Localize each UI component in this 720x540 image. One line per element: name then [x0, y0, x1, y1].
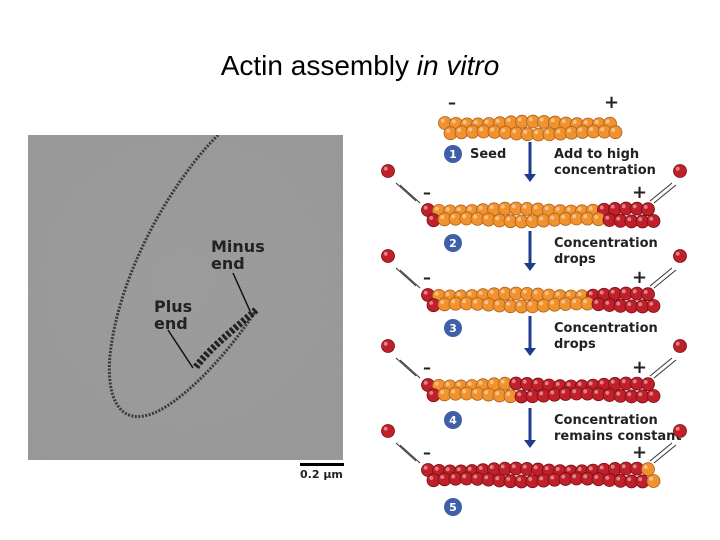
step-badge-5-number: 5: [449, 501, 457, 514]
exchange-arrows-left-4: [395, 357, 417, 377]
exchange-arrows-left-5-return: [399, 444, 421, 464]
plus-sign-4: +: [632, 357, 647, 378]
filament-row-2-subunit: [641, 202, 655, 217]
step-label-right-3-line2: drops: [554, 337, 596, 352]
free-subunit-left-2: [381, 164, 395, 178]
step-badge-4-number: 4: [449, 414, 457, 427]
filament-row-5-subunit: [646, 474, 661, 488]
decorated-filament-segment: [193, 307, 259, 370]
plus-end-pointer: [167, 329, 194, 369]
exchange-arrows-right-3: [649, 267, 673, 287]
exchange-arrows-left-2: [395, 182, 417, 202]
free-subunit-right-2: [673, 164, 687, 178]
electron-micrograph: [28, 135, 343, 460]
minus-sign-4: –: [423, 358, 431, 377]
filament-row-4-subunit: [646, 389, 661, 403]
plus-sign-5: +: [632, 442, 647, 463]
actin-filament-loop: [107, 135, 258, 418]
exchange-arrows-right-2-return: [653, 184, 677, 204]
exchange-arrows-left-2-return: [399, 184, 421, 204]
filament-row-3-subunit: [641, 287, 655, 302]
exchange-arrows-left-3: [395, 267, 417, 287]
step-badge-2-number: 2: [449, 237, 457, 250]
step-label-left-1: Seed: [470, 147, 506, 162]
minus-sign-5: –: [423, 443, 431, 462]
plus-sign-3: +: [632, 267, 647, 288]
step-label-right-4-line1: Concentration: [554, 413, 658, 428]
exchange-arrows-right-2: [649, 182, 673, 202]
plus-sign-2: +: [632, 182, 647, 203]
minus-end-label-line2: end: [211, 254, 245, 273]
step-badge-3-number: 3: [449, 322, 457, 335]
plus-end-label: Plus end: [154, 298, 192, 332]
step-arrow-3-head: [524, 348, 536, 356]
step-label-right-2-line1: Concentration: [554, 236, 658, 251]
minus-end-label-line1: Minus: [211, 237, 265, 256]
free-subunit-right-5: [673, 424, 687, 438]
title-main: Actin assembly: [220, 50, 417, 81]
minus-end-pointer: [232, 272, 251, 312]
exchange-arrows-right-5: [649, 442, 673, 462]
title-italic: in vitro: [416, 50, 500, 81]
step-arrow-2-head: [524, 263, 536, 271]
free-subunit-left-4: [381, 339, 395, 353]
plus-end-label-line1: Plus: [154, 297, 193, 316]
filament-row-5-subunit: [641, 462, 655, 477]
free-subunit-right-4: [673, 339, 687, 353]
free-subunit-left-5: [381, 424, 395, 438]
plus-sign-top: +: [604, 92, 619, 113]
minus-sign-top: –: [448, 93, 456, 112]
exchange-arrows-left-5: [395, 442, 417, 462]
free-subunit-right-3: [673, 249, 687, 263]
minus-end-label: Minus end: [211, 238, 265, 272]
exchange-arrows-right-4-return: [653, 359, 677, 379]
scale-bar: [300, 463, 344, 466]
step-badge-2: [444, 234, 462, 252]
filament-row-3-subunit: [646, 299, 661, 313]
scale-label: 0.2 µm: [300, 468, 343, 481]
step-label-right-1-line2: concentration: [554, 163, 656, 178]
exchange-arrows-right-4: [649, 357, 673, 377]
step-label-right-2-line2: drops: [554, 252, 596, 267]
step-badge-3: [444, 319, 462, 337]
minus-sign-2: –: [423, 183, 431, 202]
step-badge-5: [444, 498, 462, 516]
filament-row-4-subunit: [641, 377, 655, 392]
slide-title: Actin assembly in vitro: [0, 50, 720, 82]
step-label-right-3-line1: Concentration: [554, 321, 658, 336]
step-label-right-1-line1: Add to high: [554, 147, 639, 162]
step-badge-1-number: 1: [449, 148, 457, 161]
filament-row-2-subunit: [646, 214, 661, 228]
step-badge-4: [444, 411, 462, 429]
exchange-arrows-right-3-return: [653, 269, 677, 289]
step-badge-1: [444, 145, 462, 163]
minus-sign-3: –: [423, 268, 431, 287]
plus-end-label-line2: end: [154, 314, 188, 333]
free-subunit-left-3: [381, 249, 395, 263]
exchange-arrows-right-5-return: [653, 444, 677, 464]
step-label-right-4-line2: remains constant: [554, 429, 682, 444]
step-arrow-1-head: [524, 174, 536, 182]
seed-filament-subunit: [608, 125, 623, 140]
step-arrow-4-head: [524, 440, 536, 448]
exchange-arrows-left-3-return: [399, 269, 421, 289]
exchange-arrows-left-4-return: [399, 359, 421, 379]
